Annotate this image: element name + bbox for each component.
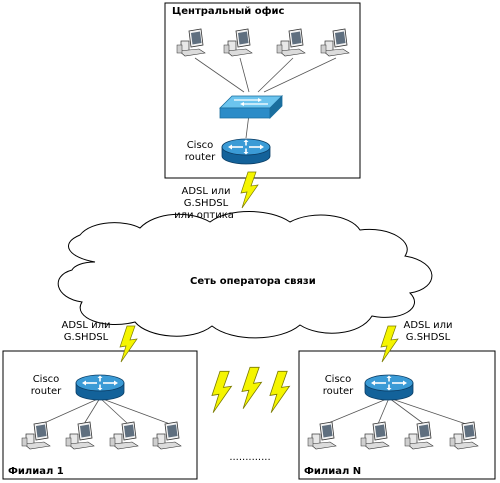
- computer-icon: [276, 28, 306, 57]
- lightning-icon: [241, 366, 262, 410]
- computer-icon: [152, 421, 182, 450]
- computer-icon: [360, 421, 390, 450]
- central-router-label-2: router: [184, 152, 216, 163]
- lightning-icon: [269, 370, 290, 414]
- lightning-icon: [211, 370, 232, 414]
- computer-icon: [307, 421, 337, 450]
- router-icon: [221, 138, 271, 165]
- cloud-label: Сеть оператора связи: [190, 276, 316, 287]
- central-uplink-label-2: G.SHDSL: [183, 198, 229, 209]
- central-office-title: Центральный офис: [172, 6, 285, 17]
- branch-1-uplink-label-1: ADSL или: [61, 320, 111, 331]
- branches-ellipsis: .............: [229, 452, 271, 463]
- branch-n-title: Филиал N: [304, 466, 362, 477]
- switch-icon: [219, 95, 283, 119]
- computer-icon: [320, 28, 350, 57]
- branch-1-title: Филиал 1: [8, 466, 64, 477]
- computer-icon: [109, 421, 139, 450]
- central-uplink-label-1: ADSL или: [181, 186, 231, 197]
- router-icon: [75, 374, 125, 401]
- computer-icon: [21, 421, 51, 450]
- lightning-icon: [380, 325, 399, 363]
- branch-1-router-label-2: router: [30, 386, 62, 397]
- branch-n-uplink-label-2: G.SHDSL: [405, 332, 451, 343]
- central-uplink-label-3: или оптика: [174, 210, 234, 221]
- branch-1-frame: [2, 350, 198, 480]
- branch-n-router-label-2: router: [322, 386, 354, 397]
- central-router-label-1: Cisco: [186, 140, 214, 151]
- branch-1-uplink-label-2: G.SHDSL: [63, 332, 109, 343]
- central-office-frame: [164, 2, 361, 179]
- branch-n-router-label-1: Cisco: [324, 374, 352, 385]
- lightning-icon: [119, 325, 138, 363]
- computer-icon: [404, 421, 434, 450]
- branch-n-links: [325, 397, 467, 425]
- computer-icon: [176, 28, 206, 57]
- computer-icon: [223, 28, 253, 57]
- cloud-icon: [57, 211, 433, 339]
- branch-n-uplink-label-1: ADSL или: [403, 320, 453, 331]
- branch-1-router-label-1: Cisco: [32, 374, 60, 385]
- branch-n-frame: [298, 350, 496, 480]
- computer-icon: [449, 421, 479, 450]
- branch-1-links: [41, 397, 171, 425]
- lightning-icon: [240, 171, 259, 209]
- router-icon: [364, 374, 414, 401]
- computer-icon: [65, 421, 95, 450]
